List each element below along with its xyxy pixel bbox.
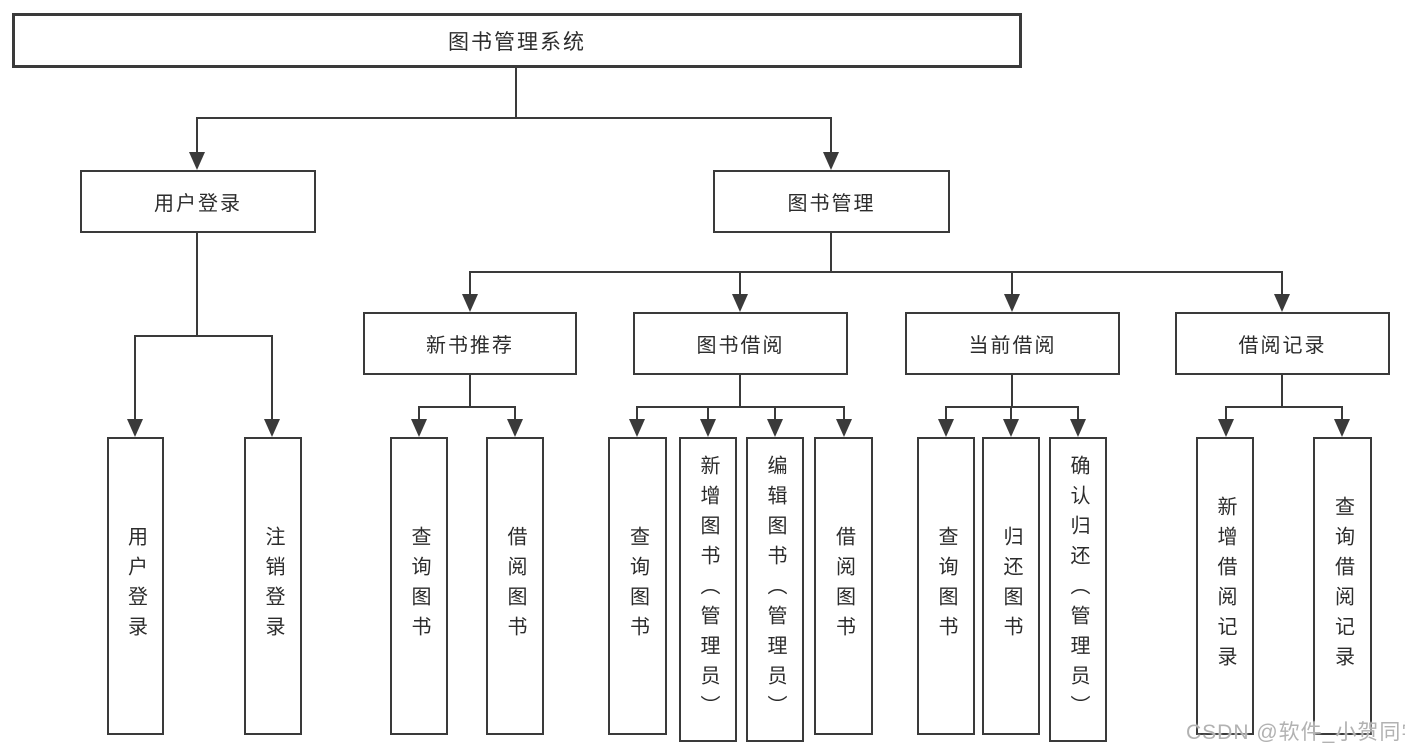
connector-line xyxy=(945,406,1079,408)
connector-line xyxy=(469,375,471,408)
leaf-label: 查询图书 xyxy=(408,526,430,646)
connector-line xyxy=(1011,271,1013,298)
connector-line xyxy=(1225,406,1343,408)
arrow-down-icon xyxy=(1070,419,1086,437)
connector-line xyxy=(1011,375,1013,408)
node-library-system-root: 图书管理系统 xyxy=(12,13,1022,68)
arrow-down-icon xyxy=(127,419,143,437)
connector-line xyxy=(515,68,517,118)
connector-line xyxy=(469,271,1283,273)
leaf-label: 编辑图书（管理员） xyxy=(764,454,786,725)
leaf-newbook-query-book: 查询图书 xyxy=(390,437,448,735)
connector-line xyxy=(134,335,273,337)
connector-line xyxy=(707,406,709,423)
connector-line xyxy=(469,271,471,298)
leaf-label: 用户登录 xyxy=(124,526,147,646)
connector-line xyxy=(830,117,832,156)
leaf-borrowing-edit-book-admin: 编辑图书（管理员） xyxy=(746,437,804,742)
leaf-label: 新增借阅记录 xyxy=(1214,496,1236,676)
connector-line xyxy=(134,335,136,423)
connector-line xyxy=(1225,406,1227,423)
node-new-book-recommend: 新书推荐 xyxy=(363,312,577,375)
connector-line xyxy=(636,406,845,408)
connector-line xyxy=(774,406,776,423)
leaf-label: 注销登录 xyxy=(262,526,284,646)
arrow-down-icon xyxy=(1274,294,1290,312)
leaf-records-query-record: 查询借阅记录 xyxy=(1313,437,1372,735)
arrow-down-icon xyxy=(1003,419,1019,437)
leaf-label: 借阅图书 xyxy=(832,526,855,646)
leaf-label: 新增图书（管理员） xyxy=(697,454,719,725)
arrow-down-icon xyxy=(189,152,205,170)
leaf-logout: 注销登录 xyxy=(244,437,302,735)
connector-line xyxy=(418,406,516,408)
leaf-user-login: 用户登录 xyxy=(107,437,164,735)
connector-line xyxy=(1281,271,1283,298)
arrow-down-icon xyxy=(767,419,783,437)
connector-line xyxy=(1281,375,1283,408)
node-book-management: 图书管理 xyxy=(713,170,950,233)
connector-line xyxy=(1077,406,1079,423)
connector-line xyxy=(271,335,273,423)
leaf-borrowing-borrow-book: 借阅图书 xyxy=(814,437,873,735)
node-book-borrowing: 图书借阅 xyxy=(633,312,848,375)
leaf-label: 查询借阅记录 xyxy=(1331,496,1354,676)
leaf-borrowing-query-book: 查询图书 xyxy=(608,437,667,735)
node-borrowing-records: 借阅记录 xyxy=(1175,312,1390,375)
node-current-borrowing: 当前借阅 xyxy=(905,312,1120,375)
connector-line xyxy=(739,271,741,298)
arrow-down-icon xyxy=(629,419,645,437)
leaf-current-return-book: 归还图书 xyxy=(982,437,1040,735)
leaf-label: 借阅图书 xyxy=(504,526,526,646)
leaf-borrowing-add-book-admin: 新增图书（管理员） xyxy=(679,437,737,742)
arrow-down-icon xyxy=(1004,294,1020,312)
leaf-label: 查询图书 xyxy=(626,526,649,646)
arrow-down-icon xyxy=(732,294,748,312)
connector-line xyxy=(196,233,198,336)
connector-line xyxy=(514,406,516,423)
watermark: CSDN @软件_小贺同学 xyxy=(1186,721,1405,744)
connector-line xyxy=(1010,406,1012,423)
arrow-down-icon xyxy=(700,419,716,437)
connector-line xyxy=(945,406,947,423)
arrow-down-icon xyxy=(411,419,427,437)
connector-line xyxy=(418,406,420,423)
arrow-down-icon xyxy=(507,419,523,437)
arrow-down-icon xyxy=(823,152,839,170)
leaf-current-confirm-return-admin: 确认归还（管理员） xyxy=(1049,437,1107,742)
connector-line xyxy=(843,406,845,423)
leaf-records-add-record: 新增借阅记录 xyxy=(1196,437,1254,735)
connector-line xyxy=(1341,406,1343,423)
connector-line xyxy=(196,117,832,119)
leaf-newbook-borrow-book: 借阅图书 xyxy=(486,437,544,735)
connector-line xyxy=(739,375,741,408)
arrow-down-icon xyxy=(836,419,852,437)
arrow-down-icon xyxy=(1334,419,1350,437)
leaf-current-query-book: 查询图书 xyxy=(917,437,975,735)
connector-line xyxy=(830,233,832,273)
connector-line xyxy=(636,406,638,423)
leaf-label: 查询图书 xyxy=(935,526,957,646)
leaf-label: 确认归还（管理员） xyxy=(1067,454,1089,725)
arrow-down-icon xyxy=(264,419,280,437)
leaf-label: 归还图书 xyxy=(1000,526,1022,646)
arrow-down-icon xyxy=(1218,419,1234,437)
arrow-down-icon xyxy=(938,419,954,437)
arrow-down-icon xyxy=(462,294,478,312)
node-user-login: 用户登录 xyxy=(80,170,316,233)
connector-line xyxy=(196,117,198,156)
